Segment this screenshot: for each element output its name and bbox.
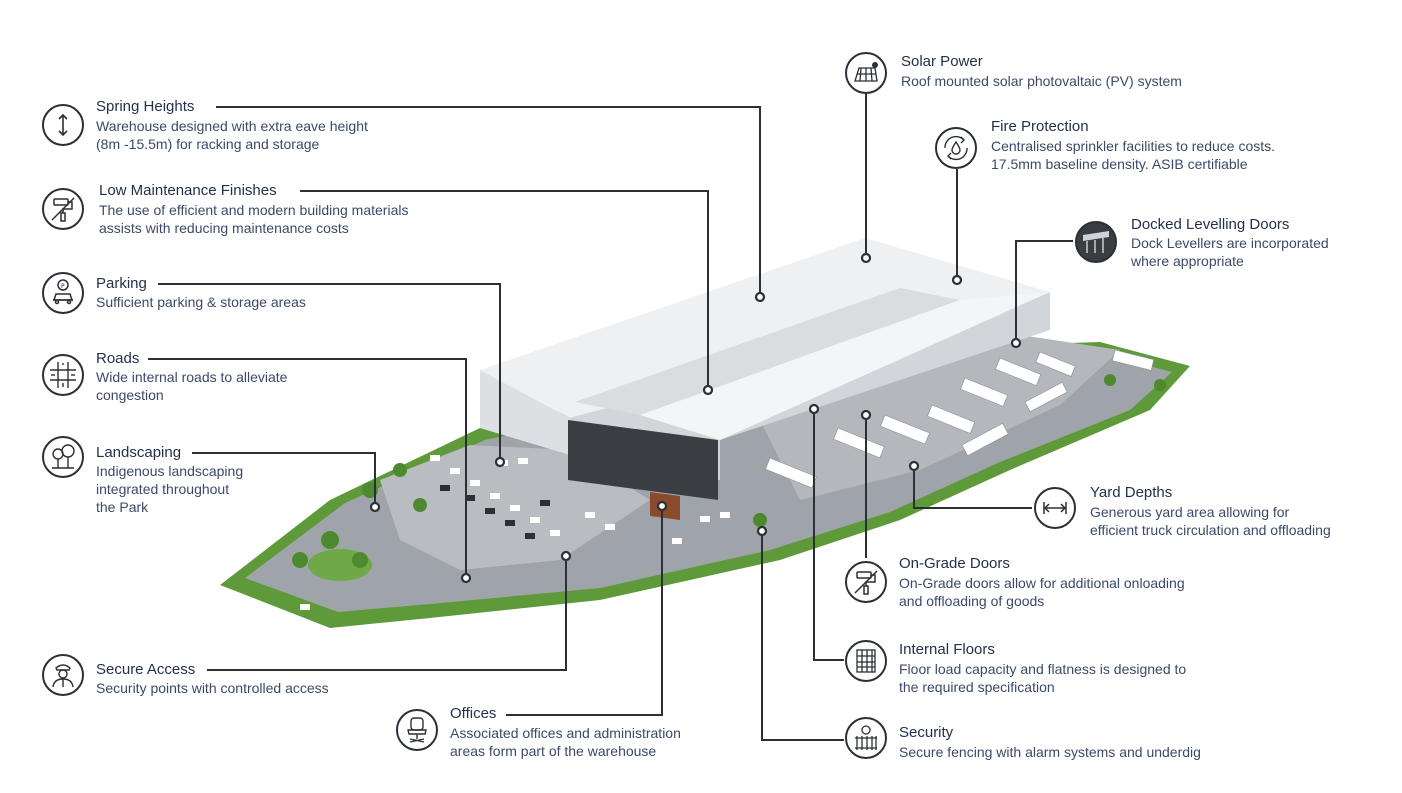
feature-desc-line: Indigenous landscaping (96, 463, 244, 479)
feature-desc-line: On-Grade doors allow for additional onlo… (899, 575, 1185, 591)
feature-title: Low Maintenance Finishes (99, 182, 277, 199)
floor-grid-icon (845, 640, 887, 682)
roof-ridge (575, 288, 960, 415)
leader-roads (148, 358, 467, 578)
office-block (568, 420, 718, 500)
road-intersection-icon (42, 354, 84, 396)
feature-desc-line: Sufficient parking & storage areas (96, 294, 306, 310)
water-drop-cycle-icon (935, 127, 977, 169)
feature-title: Internal Floors (899, 641, 995, 658)
feature-desc-line: Roof mounted solar photovaltaic (PV) sys… (901, 73, 1182, 89)
roof-right (640, 292, 1050, 440)
trees-icon (42, 436, 84, 478)
feature-desc-line: The use of efficient and modern building… (99, 202, 409, 218)
leader-secure-access (207, 556, 567, 671)
feature-desc-line: Secure fencing with alarm systems and un… (899, 744, 1201, 760)
dock-leveller-icon (1075, 221, 1117, 263)
feature-title: Secure Access (96, 661, 196, 678)
feature-title: Roads (96, 350, 140, 367)
warehouse-wall-left (480, 370, 570, 455)
feature-desc-line: Generous yard area allowing for (1090, 504, 1290, 520)
office-chair-icon (396, 709, 438, 751)
solar-panel-icon (845, 52, 887, 94)
paint-roller-icon (845, 561, 887, 603)
feature-title: Landscaping (96, 444, 182, 461)
leader-offices (506, 506, 663, 716)
feature-desc-line: the Park (96, 499, 149, 515)
feature-desc-line: where appropriate (1131, 253, 1244, 269)
feature-desc-line: integrated throughout (96, 481, 230, 497)
feature-desc-line: areas form part of the warehouse (450, 743, 657, 759)
leader-landscaping (192, 452, 376, 507)
leader-yard (913, 466, 1032, 509)
feature-desc-line: efficient truck circulation and offloadi… (1090, 522, 1331, 538)
feature-title: Security (899, 724, 954, 741)
feature-desc-line: Warehouse designed with extra eave heigh… (96, 118, 368, 134)
leader-security (761, 531, 844, 741)
feature-desc-line: (8m -15.5m) for racking and storage (96, 136, 320, 152)
paint-roller-icon (42, 188, 84, 230)
feature-title: Parking (96, 275, 147, 292)
fence-alarm-icon (845, 717, 887, 759)
feature-title: Docked Levelling Doors (1131, 216, 1290, 233)
feature-desc-line: Associated offices and administration (450, 725, 681, 741)
feature-title: Solar Power (901, 53, 983, 70)
feature-title: Yard Depths (1090, 484, 1173, 501)
feature-title: Spring Heights (96, 98, 195, 115)
svg-text:P: P (61, 283, 65, 290)
feature-desc-line: Dock Levellers are incorporated (1131, 235, 1329, 251)
feature-desc-line: congestion (96, 387, 164, 403)
vertical-arrows-icon (42, 104, 84, 146)
feature-title: Fire Protection (991, 118, 1089, 135)
leader-spring-heights (216, 106, 761, 297)
roof-left (480, 238, 1050, 418)
feature-desc-line: 17.5mm baseline density. ASIB certifiabl… (991, 156, 1248, 172)
feature-desc-line: and offloading of goods (899, 593, 1045, 609)
horizontal-arrows-icon (1034, 487, 1076, 529)
leader-low-maintenance (300, 190, 709, 390)
leader-docked (1015, 240, 1073, 343)
feature-title: Offices (450, 705, 497, 722)
feature-desc-line: assists with reducing maintenance costs (99, 220, 349, 236)
feature-desc-line: Security points with controlled access (96, 680, 329, 696)
feature-desc-line: Floor load capacity and flatness is desi… (899, 661, 1187, 677)
feature-desc-line: Wide internal roads to alleviate (96, 369, 288, 385)
security-guard-icon (42, 654, 84, 696)
leader-internal-floors (813, 409, 844, 661)
feature-title: On-Grade Doors (899, 555, 1010, 572)
feature-desc-line: the required specification (899, 679, 1055, 695)
parking-car-icon: P (42, 272, 84, 314)
leader-parking (158, 283, 501, 462)
feature-desc-line: Centralised sprinkler facilities to redu… (991, 138, 1276, 154)
